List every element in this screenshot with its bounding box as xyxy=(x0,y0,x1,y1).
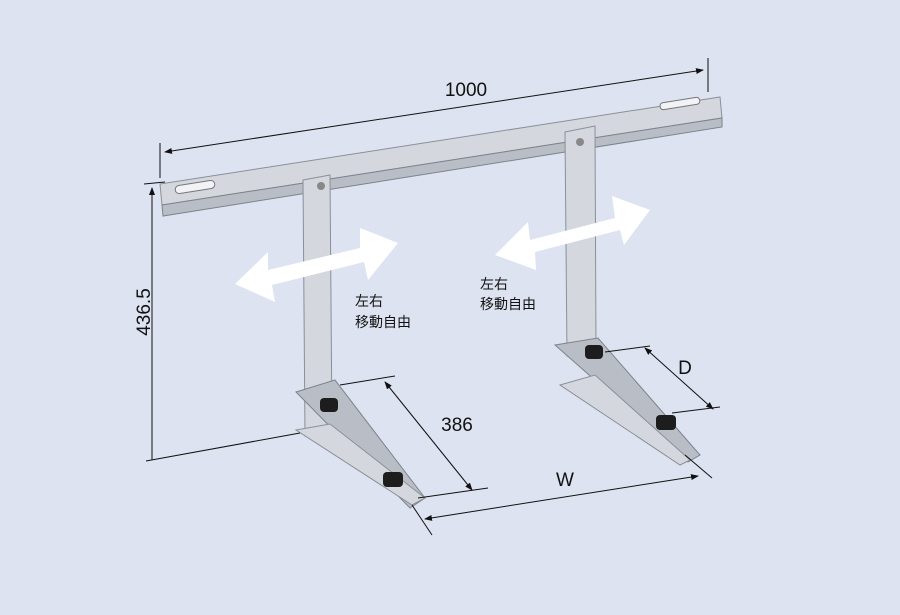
move-arrow-right xyxy=(495,196,650,270)
left-knob-upper xyxy=(320,398,338,412)
depth-label: D xyxy=(678,358,692,379)
right-knob-lower xyxy=(656,415,676,430)
dimension-w: W xyxy=(411,454,713,536)
dimension-height: 436.5 xyxy=(134,181,301,462)
annotation-left-line1: 左右 xyxy=(355,294,383,310)
left-bracket xyxy=(294,174,426,509)
move-arrow-left xyxy=(235,228,398,302)
annotation-right-line1: 左右 xyxy=(480,277,508,293)
wall-rail xyxy=(159,96,723,217)
arm-length-label: 386 xyxy=(441,415,473,436)
dimension-1000: 1000 xyxy=(159,58,709,178)
right-bracket xyxy=(553,125,701,466)
annotation-right: 左右 移動自由 xyxy=(480,277,536,313)
annotation-left: 左右 移動自由 xyxy=(355,294,411,331)
dimension-d: D xyxy=(604,345,721,414)
left-knob-lower xyxy=(383,472,403,487)
width-label: W xyxy=(556,470,574,491)
annotation-right-line2: 移動自由 xyxy=(480,297,536,313)
dimension-386: 386 xyxy=(339,375,489,499)
right-knob-upper xyxy=(585,345,603,359)
height-label: 436.5 xyxy=(134,288,155,336)
rail-length-label: 1000 xyxy=(445,80,487,101)
annotation-left-line2: 移動自由 xyxy=(355,315,411,331)
